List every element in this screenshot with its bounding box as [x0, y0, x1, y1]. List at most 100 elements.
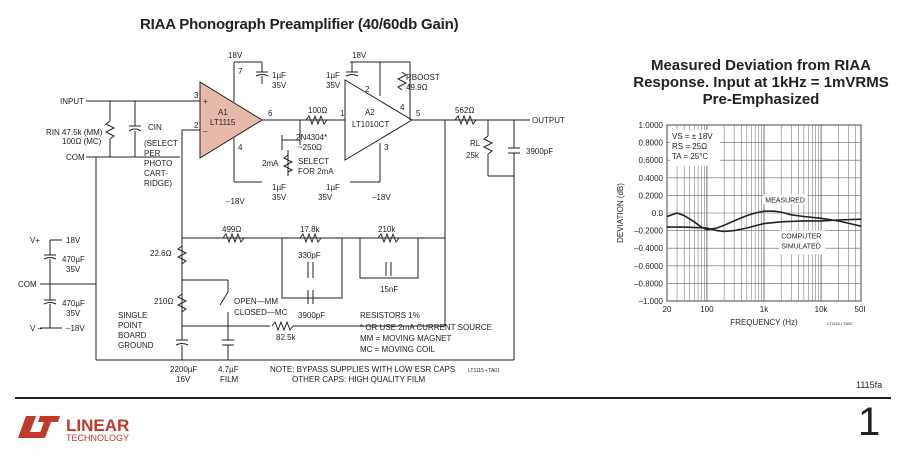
spg-1: POINT — [118, 321, 143, 330]
note-1: * OR USE 2mA CURRENT SOURCE — [360, 323, 492, 332]
c2200-label: 2200µF — [170, 365, 197, 374]
chart-title-line-1: Measured Deviation from RIAA — [650, 57, 872, 74]
data-point — [803, 220, 805, 222]
cap-1u-c: 1µF — [272, 183, 286, 192]
cin-note-3: CART- — [144, 169, 168, 178]
condition-1: RS = 25Ω — [672, 142, 707, 151]
data-point — [706, 227, 708, 229]
com-label: COM — [66, 153, 85, 162]
cap-1u-b: 1µF — [326, 71, 340, 80]
data-point — [716, 227, 718, 229]
y-tick-label: –0.4000 — [634, 244, 663, 253]
c3900b-label: 3900pF — [298, 311, 325, 320]
annotation-computer: COMPUTER — [781, 233, 821, 240]
pin-3b: 3 — [384, 143, 389, 152]
pin-6: 6 — [268, 109, 273, 118]
c470b-label: 470µF — [62, 299, 85, 308]
cin-label: CIN — [148, 123, 162, 132]
c470a-label: 470µF — [62, 255, 85, 264]
pot-label: ~250Ω — [298, 143, 322, 152]
note-3: MC = MOVING COIL — [360, 345, 435, 354]
c3900-label: 3900pF — [526, 147, 553, 156]
data-point — [773, 210, 775, 212]
chart-ref: LT1115 • TA02 — [827, 321, 853, 326]
data-point — [723, 224, 725, 226]
pin-5: 5 — [416, 109, 421, 118]
open-mm-label: OPEN—MM — [234, 297, 278, 306]
rin-label-2: 100Ω (MC) — [62, 137, 102, 146]
v18-top-2: 18V — [352, 51, 367, 60]
cap-1u-b-v: 35V — [326, 81, 341, 90]
x-tick-label: 100 — [700, 305, 714, 314]
cap-1u-c-v: 35V — [272, 193, 287, 202]
data-point — [790, 214, 792, 216]
data-point — [733, 220, 735, 222]
data-point — [780, 211, 782, 213]
data-point — [780, 221, 782, 223]
c470a-v: 35V — [66, 265, 81, 274]
annotation-simulated: SIMULATED — [781, 243, 821, 250]
vplus-value: 18V — [66, 236, 81, 245]
schematic-ref: LT1115 • TA01 — [468, 368, 500, 374]
a2-label: A2 — [365, 108, 375, 117]
y-tick-label: 0.0 — [652, 209, 664, 218]
condition-0: VS = ± 18V — [672, 132, 713, 141]
data-point — [860, 225, 862, 227]
linear-technology-logo: LINEAR TECHNOLOGY — [18, 416, 129, 443]
footer-rule — [15, 397, 891, 399]
spg-2: BOARD — [118, 331, 147, 340]
a1-minus: – — [203, 127, 208, 136]
y-tick-label: 0.4000 — [639, 174, 664, 183]
logo-line-2: TECHNOLOGY — [66, 433, 129, 443]
y-tick-label: –0.6000 — [634, 262, 663, 271]
cin-note-4: RIDGE) — [144, 179, 172, 188]
v18-top-1: 18V — [228, 51, 243, 60]
data-point — [676, 212, 678, 214]
select-2ma-2: FOR 2mA — [298, 167, 334, 176]
data-point — [763, 210, 765, 212]
rboost-label: RBOOST — [406, 73, 440, 82]
data-point — [666, 215, 668, 218]
data-point — [820, 217, 822, 219]
data-point — [746, 227, 748, 229]
c47-film: FILM — [220, 375, 239, 384]
rl-label: RL — [470, 139, 481, 148]
y-tick-label: 0.6000 — [639, 156, 664, 165]
data-point — [763, 222, 765, 225]
cap-1u-d: 1µF — [326, 183, 340, 192]
pin-2b: 2 — [365, 85, 370, 94]
r178k-label: 17.8k — [300, 225, 321, 234]
cin-note-0: (SELECT — [144, 139, 178, 148]
closed-mc-label: CLOSED—MC — [234, 308, 288, 317]
data-point — [683, 215, 685, 217]
c47-label: 4.7µF — [218, 365, 239, 374]
r210k-label: 210k — [378, 225, 396, 234]
rin-label: RIN 47.5k (MM) — [46, 128, 103, 137]
y-tick-label: –0.2000 — [634, 227, 663, 236]
pin-2: 2 — [194, 121, 199, 130]
pin-4: 4 — [238, 143, 243, 152]
pin-1: 1 — [340, 109, 345, 118]
c470b-v: 35V — [66, 309, 81, 318]
condition-2: TA = 25°C — [672, 152, 708, 161]
c2200-v: 16V — [176, 375, 191, 384]
com2-label: COM — [18, 280, 37, 289]
data-point — [754, 212, 756, 214]
data-point — [716, 230, 718, 232]
r210-label: 210Ω — [154, 297, 173, 306]
r100-label: 100Ω — [308, 106, 327, 115]
chart-title: Measured Deviation from RIAA Response. I… — [626, 57, 896, 108]
data-point — [820, 220, 822, 222]
rboost-value: 49.9Ω — [406, 83, 428, 92]
i2ma-label: 2mA — [262, 159, 279, 168]
schematic-title: RIAA Phonograph Preamplifier (40/60db Ga… — [140, 16, 459, 33]
riaa-preamp-schematic: INPUT COM RIN 47.5k (MM) 100Ω (MC) CIN (… — [18, 51, 565, 384]
data-point — [683, 226, 685, 228]
c330-label: 330pF — [298, 251, 321, 260]
y-axis-label: DEVIATION (dB) — [616, 183, 625, 243]
data-point — [706, 229, 708, 231]
annotation-measured: MEASURED — [765, 197, 805, 204]
pin-7: 7 — [238, 67, 243, 76]
r499-label: 499Ω — [222, 225, 241, 234]
rl-value: 25k — [466, 151, 480, 160]
